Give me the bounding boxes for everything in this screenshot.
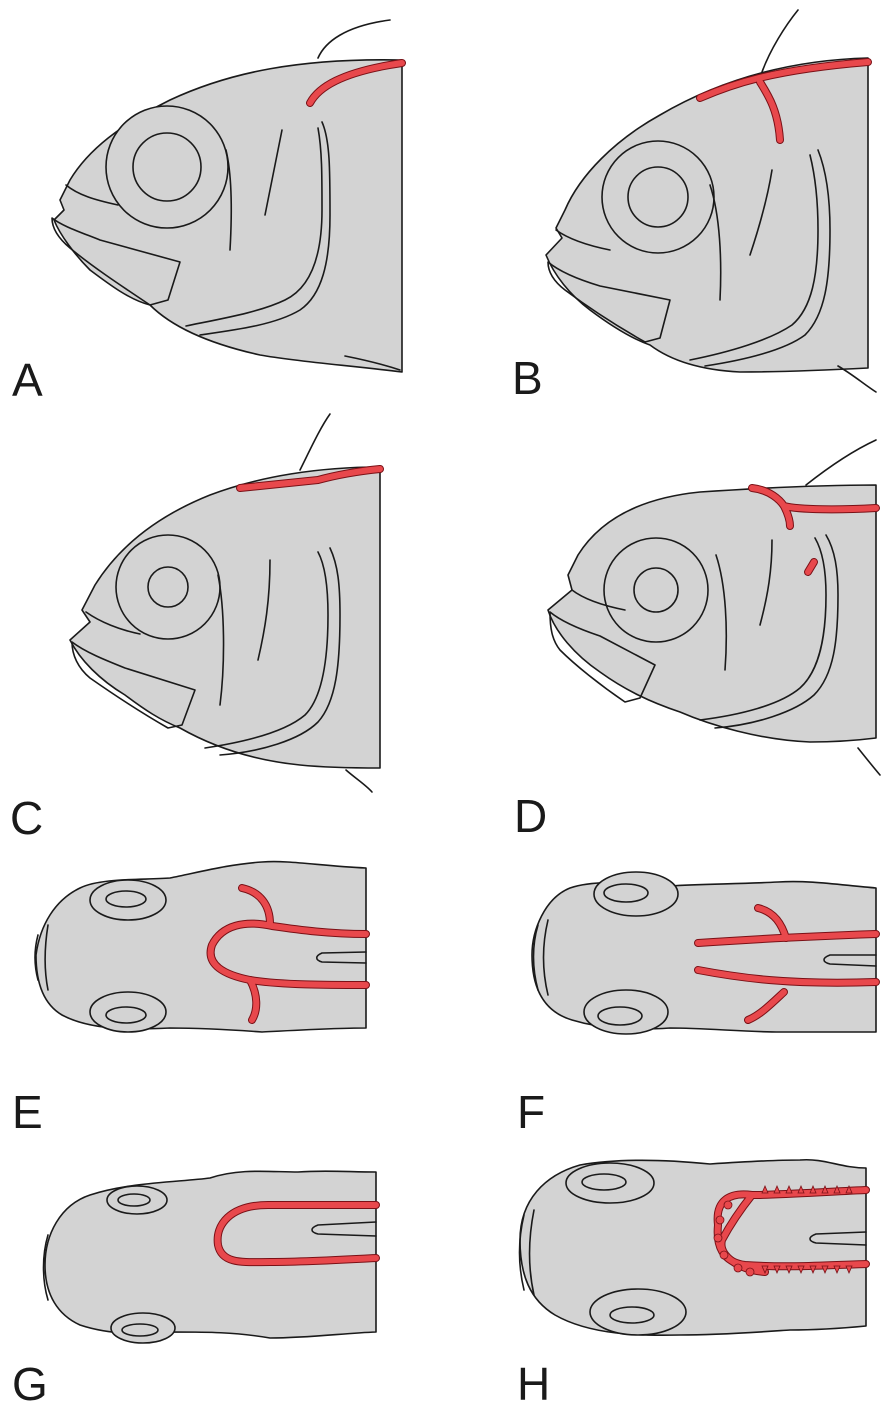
fish-head-dorsal [35,862,366,1032]
canal-pore [734,1264,742,1272]
panel-d: D [514,440,880,842]
canal-pore [724,1201,732,1209]
panel-a: A [12,20,402,406]
panel-label-a: A [12,354,43,406]
panel-label-c: C [10,792,43,844]
panel-c: C [10,414,380,844]
canal-pore [716,1216,724,1224]
canal-pore [720,1251,728,1259]
canal-pore [746,1268,754,1276]
panel-b: B [512,10,876,404]
panel-label-g: G [12,1358,48,1408]
panel-label-h: H [517,1358,550,1408]
panel-h: H [517,1160,866,1408]
fish-head-dorsal [520,1160,867,1336]
panel-g: G [12,1171,376,1408]
panel-f: F [517,872,876,1138]
panel-e: E [12,862,366,1138]
fish-head-lateral [70,414,380,792]
panel-label-d: D [514,790,547,842]
fish-head-dorsal [532,872,876,1034]
panel-label-f: F [517,1086,545,1138]
fish-head-lateral [548,440,880,775]
canal-pore [714,1234,722,1242]
panel-label-e: E [12,1086,43,1138]
panel-label-b: B [512,352,543,404]
